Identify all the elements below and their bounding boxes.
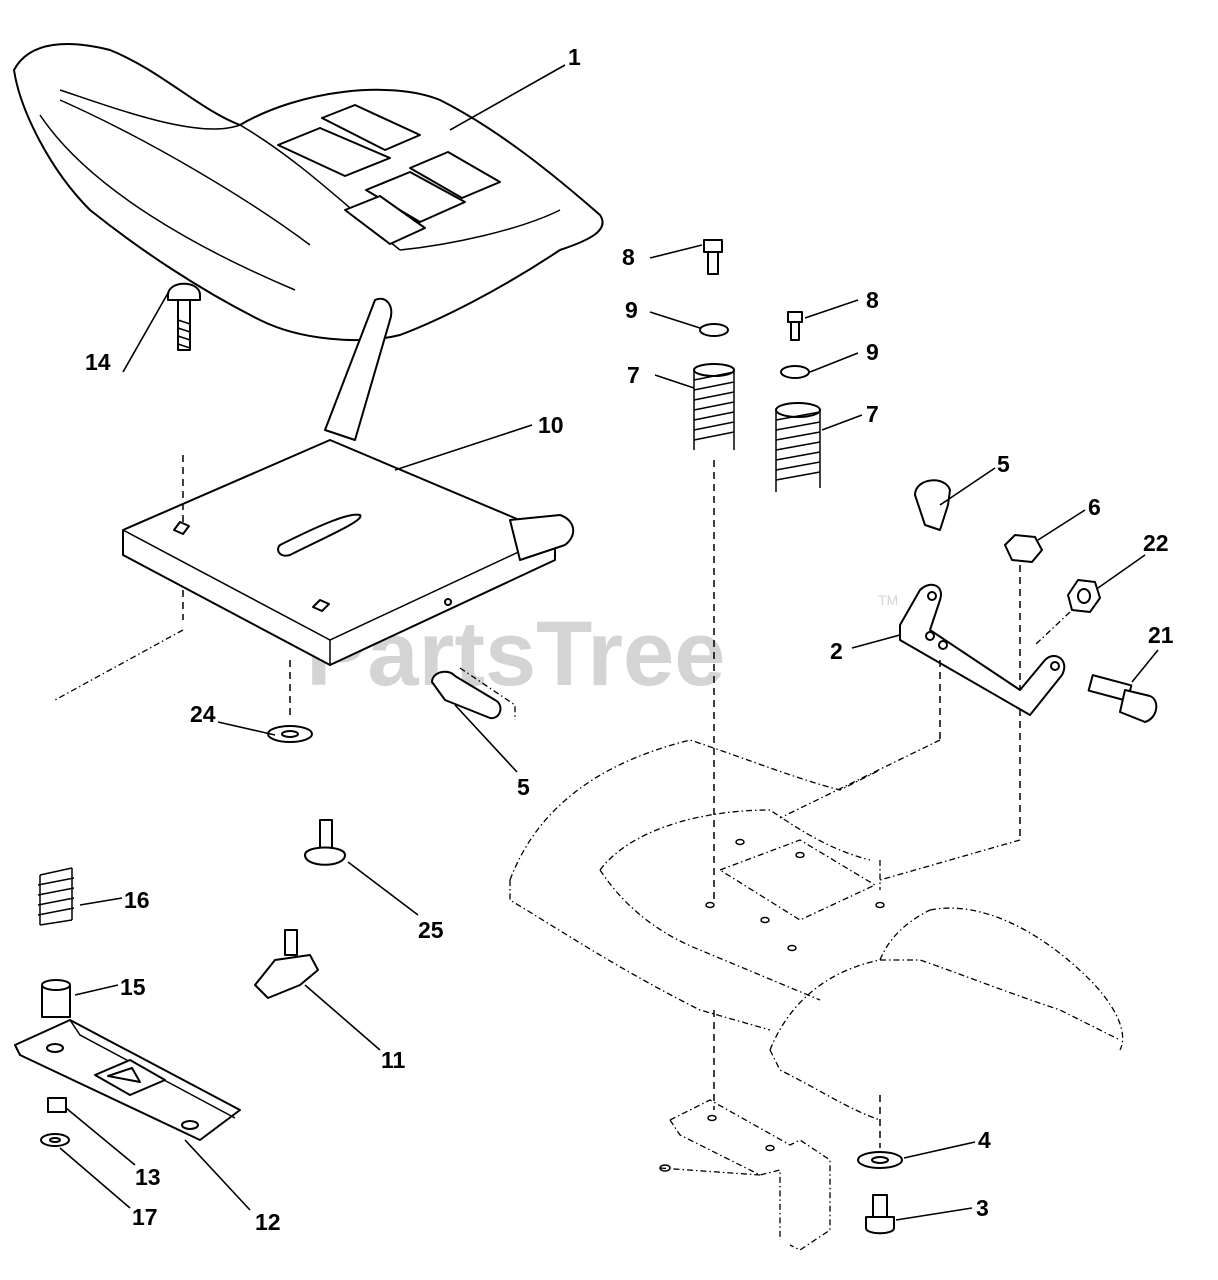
leader-15 (74, 984, 119, 996)
callout-16: 16 (124, 887, 150, 913)
callout-15: 15 (120, 974, 146, 1000)
callout-5: 5 (997, 451, 1010, 477)
leader-25 (347, 861, 419, 916)
leader-14 (122, 292, 169, 373)
knob-11 (254, 929, 319, 999)
callout-21: 21 (1148, 622, 1174, 648)
callout-4: 4 (978, 1127, 991, 1153)
leader-4 (903, 1141, 976, 1159)
callout-8: 8 (622, 244, 635, 270)
callout-5: 5 (517, 774, 530, 800)
clip-upper (914, 479, 951, 531)
callout-10: 10 (538, 412, 564, 438)
nut-6 (1004, 534, 1043, 563)
bolt-8-right (787, 311, 803, 341)
leader-2 (851, 634, 901, 649)
washer-9-right (780, 365, 810, 379)
leader-3 (895, 1207, 973, 1221)
spring-7-right (775, 402, 821, 492)
callout-24: 24 (190, 701, 216, 727)
shoulder-bolt (1087, 674, 1158, 723)
leader-22 (1097, 554, 1146, 589)
leader-1 (449, 64, 566, 131)
callout-6: 6 (1088, 494, 1101, 520)
callout-8: 8 (866, 287, 879, 313)
leader-9b (809, 352, 859, 373)
callout-3: 3 (976, 1195, 989, 1221)
callout-17: 17 (132, 1204, 158, 1230)
seat (13, 43, 604, 341)
leader-17 (59, 1147, 131, 1209)
leader-21 (1131, 649, 1159, 683)
washer-4 (857, 1151, 903, 1169)
leader-8a (649, 244, 703, 259)
leader-24 (217, 721, 276, 736)
leader-5b (454, 704, 518, 773)
spring-7-left (693, 363, 735, 450)
watermark-trademark: TM (878, 592, 898, 608)
spring-16 (37, 867, 75, 926)
bolt-3 (865, 1194, 895, 1235)
callout-7: 7 (627, 362, 640, 388)
callout-2: 2 (830, 638, 843, 664)
seat-pan (122, 297, 575, 666)
leader-6 (1037, 509, 1086, 541)
nut-22 (1067, 579, 1101, 613)
bolt-8-upper (703, 239, 723, 275)
bushing-15 (41, 979, 71, 1018)
leader-7b (821, 414, 863, 431)
chassis-frame (509, 739, 1124, 1121)
lower-bracket (659, 1099, 831, 1251)
callout-11: 11 (381, 1047, 406, 1073)
leader-12 (184, 1139, 251, 1211)
bracket-12 (14, 1019, 241, 1141)
leader-7a (654, 374, 695, 389)
callout-22: 22 (1143, 530, 1169, 556)
washer-9-upper (699, 323, 729, 337)
carriage-bolt (167, 282, 201, 351)
clip-lower (431, 670, 502, 720)
leader-10 (394, 424, 533, 471)
bolt-25 (304, 819, 346, 866)
callout-9: 9 (866, 339, 879, 365)
callout-25: 25 (418, 917, 444, 943)
callout-1: 1 (568, 44, 581, 70)
callout-9: 9 (625, 297, 638, 323)
washer-24 (267, 725, 313, 743)
callout-13: 13 (135, 1164, 161, 1190)
washer-17 (40, 1133, 70, 1147)
leader-13 (65, 1107, 136, 1166)
callout-14: 14 (85, 349, 111, 375)
callout-7: 7 (866, 401, 879, 427)
leader-8b (804, 299, 859, 319)
nut-13 (47, 1097, 67, 1113)
leader-16 (79, 897, 123, 906)
callout-12: 12 (255, 1209, 281, 1235)
leader-11 (304, 984, 381, 1051)
hinge-bracket (899, 583, 1066, 716)
leader-5a (939, 467, 996, 506)
leader-9a (649, 311, 701, 329)
